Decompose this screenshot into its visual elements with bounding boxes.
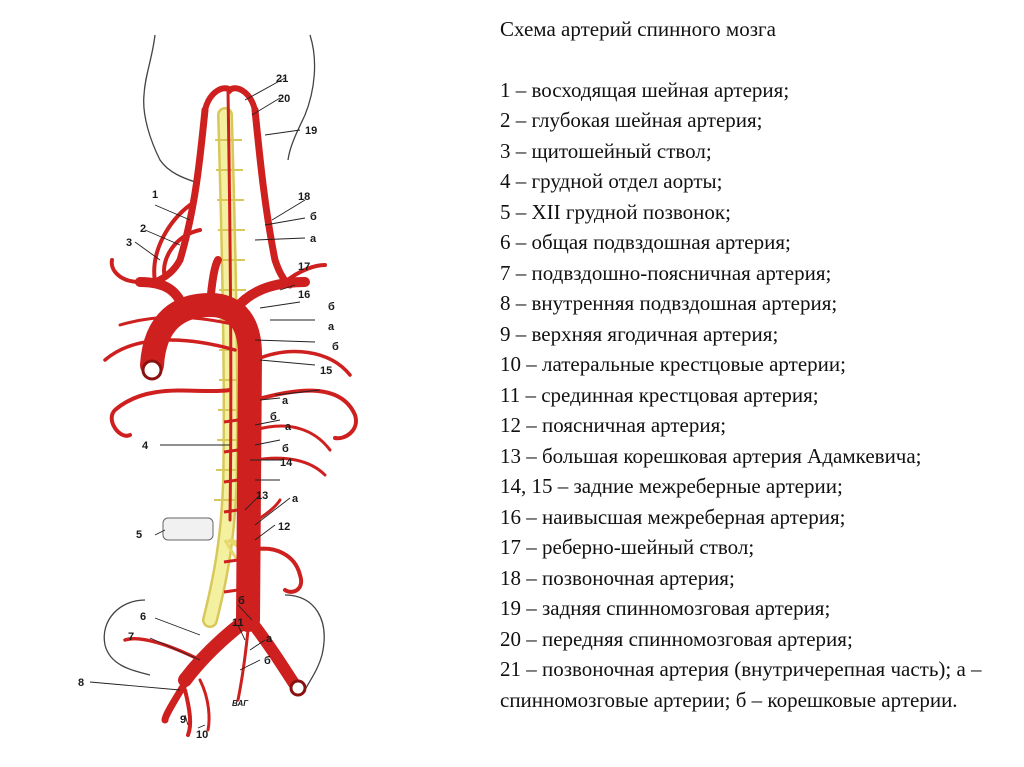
label-18: 18 [298,191,310,203]
leader-lines [89,77,321,729]
label-21: 21 [276,73,288,85]
legend-item-3: 3 – щитошейный ствол; [500,138,712,163]
legend-item-12: 12 – поясничная артерия; [500,413,727,437]
label-13: 13 [256,490,268,502]
legend-item-9: 9 – верхняя ягодичная артерия; [500,321,779,346]
label-20: 20 [278,93,290,105]
label-15: 15 [320,365,332,377]
common-iliac-right [244,614,301,691]
legend-item-18: 18 – позвоночная артерия; [500,565,735,590]
spinal-arteries-figure: 21 20 19 18 б а 17 16 б а б 15 а б а б 1… [60,20,390,760]
label-8: 8 [78,677,84,689]
intercostal-r2 [253,349,352,377]
label-6: 6 [140,611,146,623]
intercostal-r4 [253,456,327,477]
label-b-3: б [332,341,339,353]
intercostal-l1 [109,388,232,438]
label-a-4: а [285,421,292,433]
label-14: 14 [280,457,293,469]
legend-item-4: 4 – грудной отдел аорты; [500,169,723,193]
body-outline-right [287,34,316,161]
label-5: 5 [136,529,142,541]
intercostal-r1 [253,388,358,441]
label-17: 17 [298,261,310,273]
thyrocervical [109,258,142,284]
legend-item-8: 8 – внутренняя подвздошная артерия; [500,291,838,315]
label-a-1: а [310,233,317,245]
page-title: Схема артерий спинного мозга [500,17,776,41]
iliolumbar [123,637,202,662]
superior-gluteal [183,688,193,737]
legend-item-19: 19 – задняя спинномозговая артерия; [500,596,831,620]
legend-item-20: 20 – передняя спинномозговая артерия; [500,626,853,651]
vertebra-xii [162,517,214,541]
brachiocephalic [135,277,190,317]
lumbar-artery [250,546,304,594]
label-b-1: б [310,211,317,223]
label-10: 10 [196,729,208,741]
iliac-cut-right [289,679,307,697]
deep-cervical [162,228,202,280]
legend-item-16: 16 – наивысшая межреберная артерия; [500,504,846,529]
legend-item-5: 5 – XII грудной позвонок; [500,199,731,224]
intercostal-l2 [103,338,237,362]
legend-item-2: 2 – глубокая шейная артерия; [500,108,763,132]
pelvis-outline-right [284,594,325,691]
label-9: 9 [180,714,186,726]
aorta-segmental-stubs [223,418,239,594]
intercostal-l3 [118,315,240,327]
pelvis-outline-left [103,599,151,676]
aorta-cut-left [141,359,163,381]
artist-signature: ВАГ [232,699,249,708]
label-b-2: б [328,301,335,313]
label-3: 3 [126,237,132,249]
label-12: 12 [278,521,290,533]
legend-item-17: 17 – реберно-шейный ствол; [500,535,755,559]
label-11: 11 [232,617,244,629]
label-a-2: а [328,321,335,333]
label-b-5: б [282,443,289,455]
legend-item-13: 13 – большая корешковая артерия Адамкеви… [500,443,922,468]
subclavian-right [230,277,310,315]
internal-iliac [161,671,194,724]
label-1: 1 [152,189,158,201]
legend-item-21: 21 – позвоночная артерия (внутричерепная… [500,657,982,712]
median-sacral [236,628,250,702]
label-a-6: а [266,633,273,645]
vertebral-artery-left [151,106,209,286]
label-b-7: б [264,655,271,667]
basilar-top [202,85,258,113]
intercostal-r3 [253,424,332,452]
body-outline [143,34,199,184]
legend-item-11: 11 – срединная крестцовая артерия; [500,382,819,407]
legend-panel: Схема артерий спинного мозга 1 – восходя… [500,14,1020,715]
ascending-cervical [152,203,192,284]
legend-item-6: 6 – общая подвздошная артерия; [500,230,791,254]
legend-item-7: 7 – подвздошно-поясничная артерия; [500,260,832,285]
label-b-4: б [270,411,277,423]
label-16: 16 [298,289,310,301]
label-19: 19 [305,125,317,137]
label-a-3: а [282,395,289,407]
lateral-sacral [198,678,211,732]
legend-item-1: 1 – восходящая шейная артерия; [500,77,790,102]
legend-item-14-15: 14, 15 – задние межреберные артерии; [500,474,843,498]
label-a-5: а [292,493,299,505]
common-iliac-left [178,613,253,687]
costocervical [283,263,327,284]
vertebral-artery-right [251,106,294,289]
adamkiewicz-artery [248,498,282,527]
label-7: 7 [128,631,134,643]
label-2: 2 [140,223,146,235]
label-b-6: б [238,595,245,607]
left-carotid [206,256,222,309]
label-4: 4 [142,440,149,452]
legend-item-10: 10 – латеральные крестцовые артерии; [500,352,846,376]
